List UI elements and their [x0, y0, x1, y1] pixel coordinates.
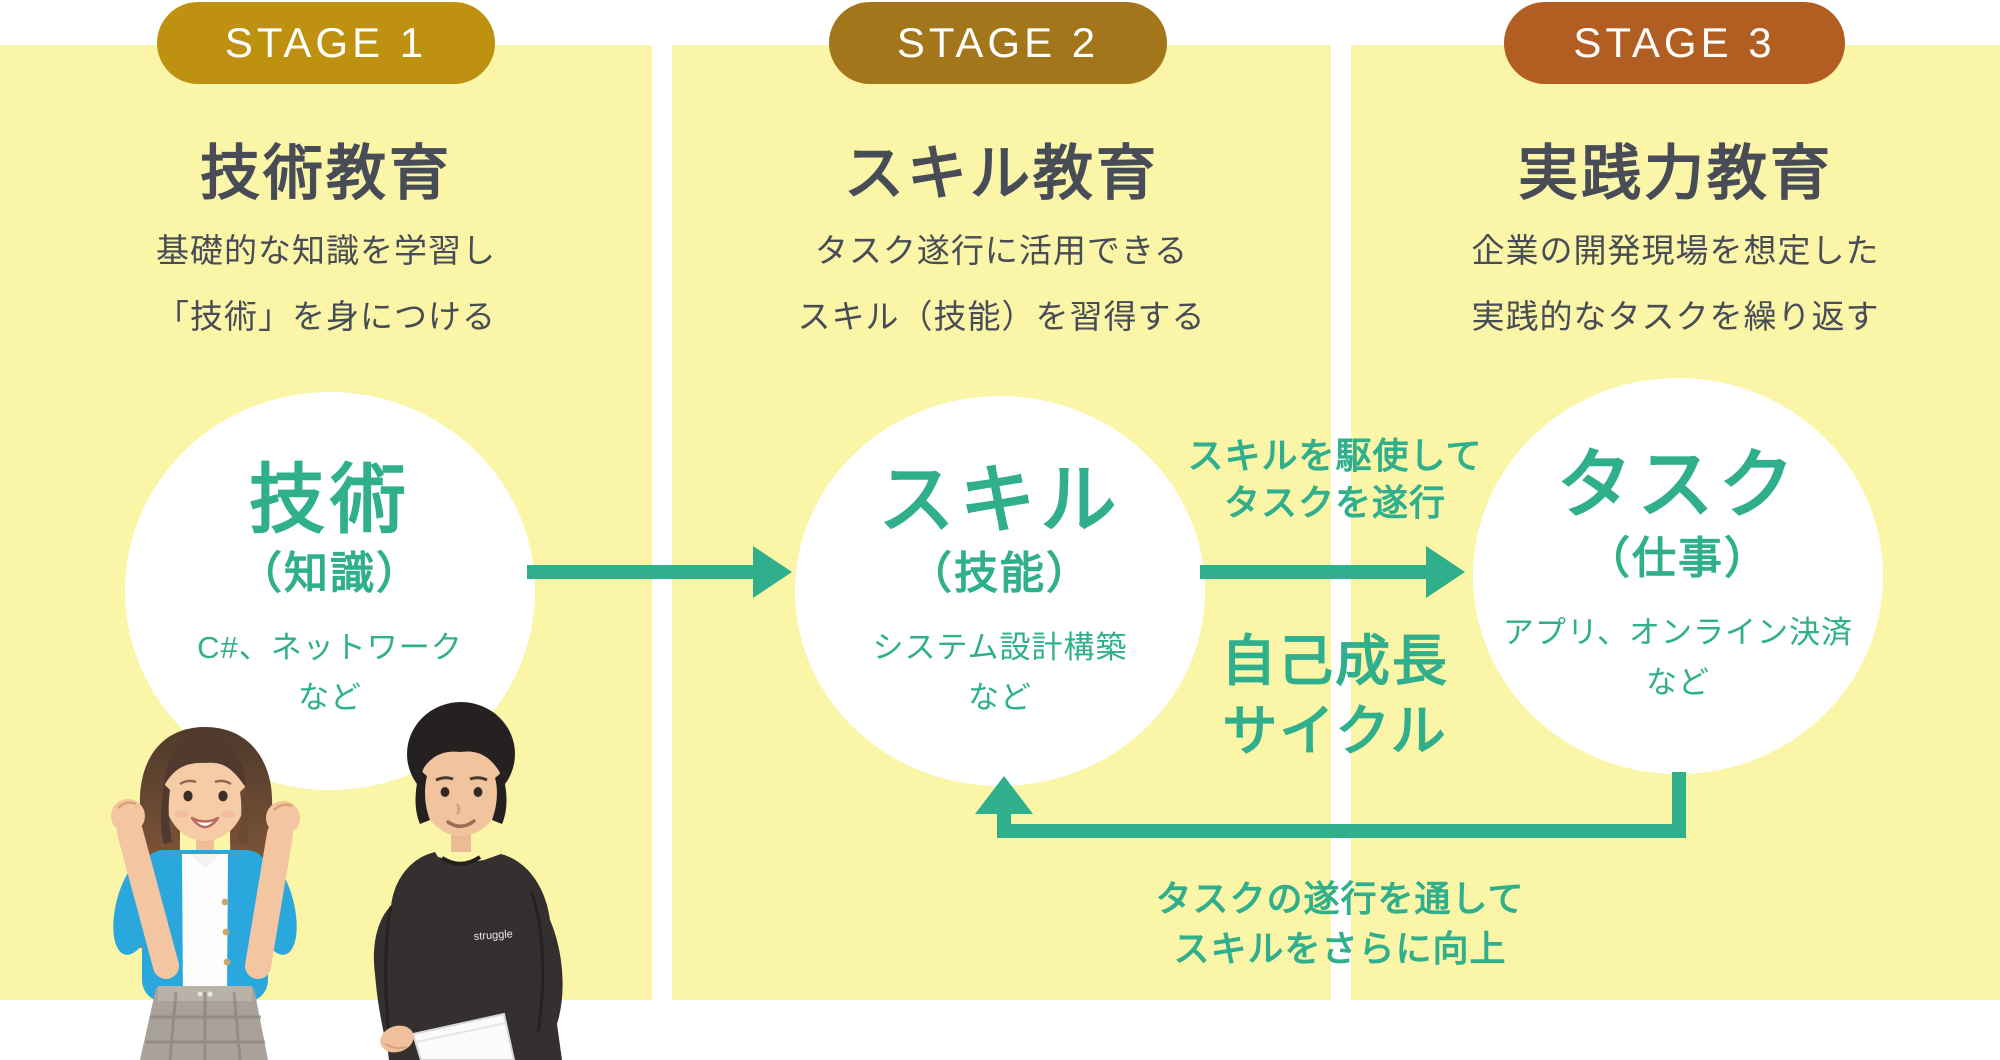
- task-to-skill-label-line1: タスクの遂行を通して: [1155, 878, 1525, 919]
- self-growth-cycle-label-line2: サイクル: [1222, 700, 1448, 762]
- stage2-badge: STAGE 2: [829, 2, 1167, 84]
- stage3-circle-keyword: タスク: [1556, 443, 1800, 528]
- stage1-badge: STAGE 1: [157, 2, 495, 84]
- self-growth-cycle-label-line1: 自己成長: [1220, 630, 1449, 692]
- stage3-circle-examples-line1: アプリ、オンライン決済: [1502, 615, 1854, 650]
- stage2-circle-keyword: スキル: [878, 458, 1122, 543]
- stage1-description-line2: 「技術」を身につける: [156, 298, 496, 335]
- task-to-skill-label: タスクの遂行を通して スキルをさらに向上: [1140, 874, 1540, 974]
- stage2-circle-subtitle: （技能）: [908, 549, 1092, 598]
- stage1-circle-subtitle: （知識）: [238, 549, 422, 598]
- skill-to-task-label-line2: タスクを遂行: [1223, 482, 1446, 523]
- stage3-circle-subtitle: （仕事）: [1586, 534, 1770, 583]
- stage3-circle: タスク （仕事） アプリ、オンライン決済 など: [1473, 378, 1883, 774]
- stage2-circle-examples: システム設計構築 など: [872, 623, 1127, 723]
- stage3-description-line2: 実践的なタスクを繰り返す: [1471, 298, 1880, 335]
- stage1-circle-examples-line1: C#、ネットワーク: [197, 630, 463, 665]
- stage1-title: 技術教育: [200, 140, 452, 207]
- stage2-circle-examples-line2: など: [967, 680, 1032, 715]
- stage3-circle-examples-line2: など: [1645, 665, 1710, 700]
- skill-to-task-label: スキルを駆使して タスクを遂行: [1180, 432, 1490, 526]
- stage3-description-line1: 企業の開発現場を想定した: [1471, 232, 1880, 269]
- skill-to-task-label-line1: スキルを駆使して: [1187, 435, 1483, 476]
- stage3-description: 企業の開発現場を想定した 実践的なタスクを繰り返す: [1351, 218, 2000, 350]
- stage2-circle: スキル （技能） システム設計構築 など: [795, 396, 1205, 786]
- stage3-title: 実践力教育: [1518, 140, 1833, 207]
- stage1-description: 基礎的な知識を学習し 「技術」を身につける: [0, 218, 652, 350]
- stage3-circle-examples: アプリ、オンライン決済 など: [1503, 608, 1853, 708]
- stage2-circle-examples-line1: システム設計構築: [872, 630, 1128, 665]
- stage2-description-line2: スキル（技能）を習得する: [797, 298, 1206, 335]
- stage3-badge: STAGE 3: [1504, 2, 1845, 84]
- stage1-circle-examples-line2: など: [297, 680, 362, 715]
- stage1-circle-keyword: 技術: [249, 458, 411, 543]
- stage2-title: スキル教育: [844, 140, 1159, 207]
- stage2-description: タスク遂行に活用できる スキル（技能）を習得する: [672, 218, 1331, 350]
- stage1-circle: 技術 （知識） C#、ネットワーク など: [125, 392, 535, 790]
- self-growth-cycle-label: 自己成長 サイクル: [1160, 626, 1510, 766]
- stage1-description-line1: 基礎的な知識を学習し: [156, 232, 496, 269]
- task-to-skill-label-line2: スキルをさらに向上: [1173, 928, 1507, 969]
- stage1-circle-examples: C#、ネットワーク など: [197, 623, 463, 723]
- stage2-description-line1: タスク遂行に活用できる: [814, 232, 1189, 269]
